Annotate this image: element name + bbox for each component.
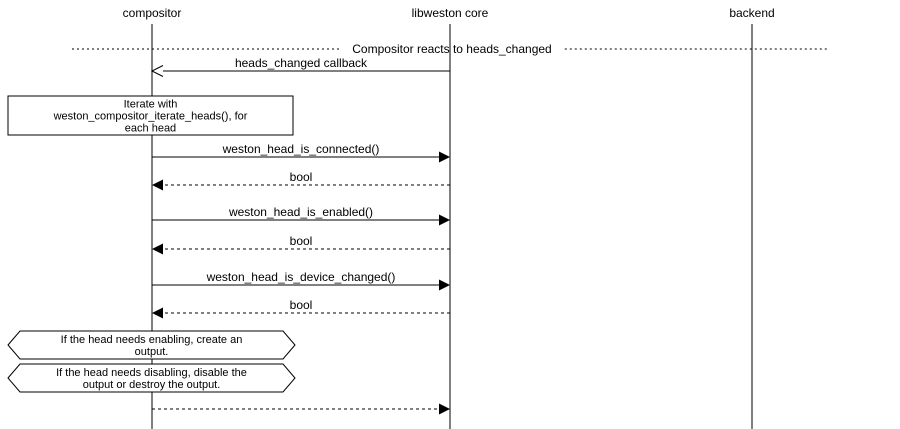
arrowhead-weston-head-is-enabled	[439, 214, 450, 226]
message-label-heads-changed-callback: heads_changed callback	[235, 56, 368, 70]
message-bool-return-1: bool	[152, 170, 450, 191]
note-line-enable-head-note-1: output.	[135, 346, 169, 358]
note-line-enable-head-note-0: If the head needs enabling, create an	[61, 334, 243, 346]
note-enable-head-note: If the head needs enabling, create anout…	[7, 330, 296, 360]
arrowhead-weston-head-is-connected	[439, 151, 450, 163]
lifeline-label-libweston-core: libweston core	[412, 6, 489, 20]
arrowhead-weston-head-is-device-changed	[439, 279, 450, 291]
note-line-disable-head-note-0: If the head needs disabling, disable the	[56, 367, 247, 379]
message-label-weston-head-is-enabled: weston_head_is_enabled()	[228, 205, 373, 219]
message-label-weston-head-is-connected: weston_head_is_connected()	[222, 142, 380, 156]
message-weston-head-is-connected: weston_head_is_connected()	[152, 142, 450, 163]
message-weston-head-is-device-changed: weston_head_is_device_changed()	[152, 270, 450, 291]
note-line-iterate-note-2: each head	[125, 123, 176, 135]
note-iterate-note: Iterate withweston_compositor_iterate_he…	[7, 95, 294, 136]
note-line-disable-head-note-1: output or destroy the output.	[83, 379, 221, 391]
message-weston-head-is-enabled: weston_head_is_enabled()	[152, 205, 450, 226]
divider-label: Compositor reacts to heads_changed	[352, 42, 551, 56]
lifeline-label-compositor: compositor	[123, 6, 182, 20]
note-disable-head-note: If the head needs disabling, disable the…	[7, 363, 296, 393]
note-shape-enable-head-note	[7, 330, 296, 360]
arrowhead-bool-return-2	[152, 243, 163, 255]
message-label-bool-return-1: bool	[290, 170, 313, 184]
arrowhead-final-dashed-call	[439, 403, 450, 415]
arrowhead-bool-return-3	[152, 307, 163, 319]
message-heads-changed-callback: heads_changed callback	[150, 56, 450, 77]
lifeline-label-backend: backend	[729, 6, 774, 20]
message-final-dashed-call	[152, 403, 450, 415]
message-label-bool-return-2: bool	[290, 234, 313, 248]
note-shape-iterate-note	[7, 95, 294, 136]
arrowhead-bool-return-1	[152, 179, 163, 191]
arrowhead-heads-changed-callback	[150, 65, 164, 77]
note-shape-disable-head-note	[7, 363, 296, 393]
message-bool-return-2: bool	[152, 234, 450, 255]
message-bool-return-3: bool	[152, 298, 450, 319]
note-line-iterate-note-0: Iterate with	[124, 99, 178, 111]
message-label-bool-return-3: bool	[290, 298, 313, 312]
note-line-iterate-note-1: weston_compositor_iterate_heads(), for	[53, 111, 248, 123]
message-label-weston-head-is-device-changed: weston_head_is_device_changed()	[206, 270, 396, 284]
